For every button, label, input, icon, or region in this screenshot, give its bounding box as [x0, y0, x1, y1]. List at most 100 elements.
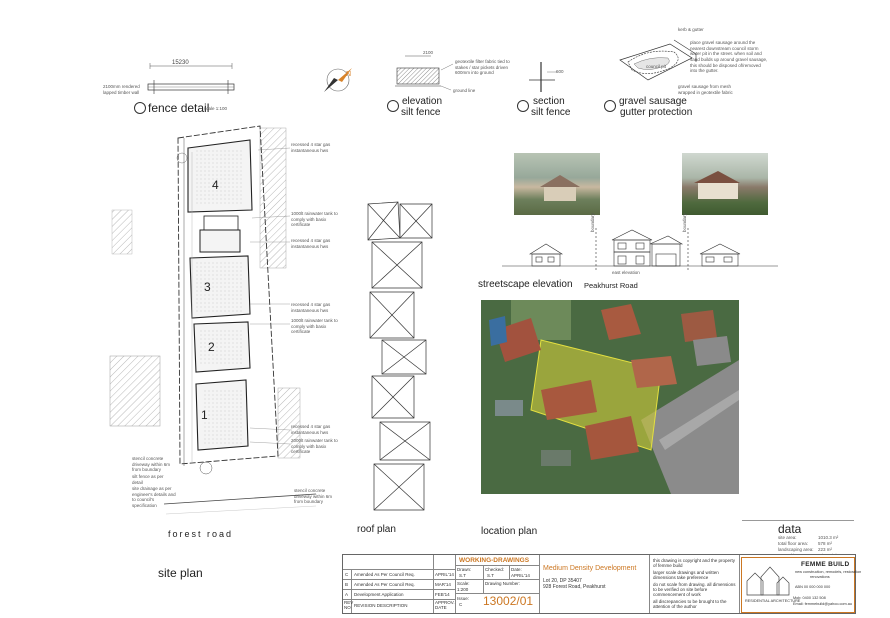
issue-label: Issue:	[457, 596, 470, 601]
silt-fence-caption-2: silt fence	[531, 107, 571, 118]
house-photo-icon	[540, 175, 580, 201]
roof-plan-drawing	[367, 201, 433, 511]
unit-1-number: 1	[201, 408, 208, 422]
drawn-label: Drawn:	[457, 567, 472, 572]
drawn-value: S.T	[459, 573, 467, 578]
silt-elevation-marker	[387, 100, 399, 112]
brand-tagline: RESIDENTIAL ARCHITECTURE	[745, 599, 801, 603]
rev-date: APRIL'14	[435, 572, 454, 577]
silt-elevation-label: elevation	[402, 96, 443, 107]
site-note-1: recessed 4 star gas instantaneous hws	[291, 142, 331, 153]
brand-email: Email: femmebuild@yahoo.com.au	[793, 602, 852, 606]
drawing-number: 13002/01	[483, 594, 534, 608]
site-left-note-3: site drainage as per engineer's details …	[132, 486, 176, 508]
fence-note: 2100mm rendered lapped timber wall	[103, 84, 140, 95]
data-row-value: 1010.3 m²	[818, 535, 839, 540]
street-photo-left	[514, 153, 600, 215]
data-row-label: total floor area:	[778, 541, 809, 546]
scale-value: 1:200	[457, 587, 469, 592]
site-note-3: recessed 4 star gas instantaneous hws	[291, 238, 331, 249]
checked-value: S.T	[487, 573, 495, 578]
site-plan-drawing	[109, 125, 317, 515]
aerial-photo	[481, 300, 739, 494]
rev-description: Development Application	[354, 592, 404, 597]
unit-2-number: 2	[208, 340, 215, 354]
data-divider	[742, 520, 854, 521]
brand-abn: ABN 00 000 000 000	[795, 585, 831, 589]
silt-section-marker	[517, 100, 529, 112]
project-title: Medium Density Development	[543, 565, 637, 572]
working-drawings-label: WORKING-DRAWINGS	[459, 557, 530, 564]
north-arrow-icon: N	[324, 68, 352, 92]
project-lot: Lot 20, DP 35407	[543, 578, 582, 584]
silt-fence-dim-top: 2100	[423, 50, 434, 55]
rev-description: Amended As Per Council Req.	[354, 572, 415, 577]
gutter-protection-title: gutter protection	[620, 107, 693, 118]
unit-4-number: 4	[212, 178, 219, 192]
ground-line-label: ground line	[453, 88, 476, 93]
gravel-sausage-note: place gravel sausage around the nearest …	[690, 40, 768, 74]
data-title: data	[778, 522, 802, 536]
gravel-sausage-drawing	[619, 39, 697, 81]
date-value: APRIL'14	[511, 573, 530, 578]
site-note-2: 1000lt rainwater tank to comply with bas…	[291, 211, 338, 228]
fence-detail-scale: scale 1:100	[204, 106, 228, 111]
title-block: C Amended As Per Council Req. APRIL'14 B…	[342, 554, 861, 614]
checked-label: Checked:	[485, 567, 505, 572]
silt-fence-elevation-note: geotextile filter fabric tied to stakes …	[455, 59, 510, 76]
rev-letter: B	[345, 582, 349, 587]
fence-dimension: 15230	[172, 60, 189, 66]
boundary-label-right: boundary	[682, 213, 687, 232]
rev-letter: A	[345, 592, 349, 597]
fence-detail-drawing	[147, 63, 235, 94]
house-photo-icon-2	[694, 171, 740, 199]
rev-date: FEB'14	[435, 592, 450, 597]
scale-note: larger scale drawings and written dimens…	[653, 570, 719, 581]
rev-letter: C	[345, 572, 349, 577]
boundary-label-left: boundary	[590, 213, 595, 232]
data-row-label: landscaping area:	[778, 547, 814, 552]
gravel-marker	[604, 100, 616, 112]
kerb-gutter-label: kerb & gutter	[678, 27, 704, 32]
desc-header: REVISION DESCRIPTION	[354, 603, 408, 608]
data-row-label: site area:	[778, 535, 797, 540]
brand-subtitle-2: renovations	[810, 575, 830, 579]
streetscape-drawing	[502, 228, 778, 270]
silt-fence-caption: silt fence	[401, 107, 441, 118]
site-left-note-2: silt fence as per detail	[132, 474, 164, 485]
verify-note: do not scale from drawing. all dimension…	[653, 582, 736, 598]
date-label: Date:	[511, 567, 522, 572]
forest-road-label: forest road	[168, 529, 234, 539]
aerial-drawing	[481, 300, 739, 494]
discrepancy-note: all discrepancies to be brought to the a…	[653, 599, 727, 610]
site-note-6: recessed 4 star gas instantaneous hws	[291, 424, 331, 435]
site-left-note-1: stencil concrete driveway within 6m from…	[132, 456, 171, 473]
data-row-value: 223 m²	[818, 547, 833, 552]
gravel-sausage-title: gravel sausage	[619, 96, 687, 107]
fence-detail-marker	[134, 102, 146, 114]
gravel-sausage-note-2: gravel sausage from mesh wrapped in geot…	[678, 84, 733, 95]
rev-header: REV NO	[344, 600, 354, 610]
rev-description: Amended As Per Council Req.	[354, 582, 415, 587]
issue-value: C	[459, 602, 463, 607]
fence-detail-title: fence detail	[148, 101, 210, 115]
approval-header: APPROV. DATE	[435, 600, 455, 610]
east-elevation-label: east elevation	[612, 270, 640, 275]
site-right-note-bottom: stencil concrete driveway within 6m from…	[294, 488, 333, 505]
rev-date: MAR'14	[435, 582, 451, 587]
dwgno-label: Drawing Number:	[485, 581, 521, 586]
location-plan-title: location plan	[481, 526, 538, 537]
brand-subtitle: new construction, remodels, restoration	[795, 570, 862, 574]
brand-box	[741, 557, 855, 613]
silt-section-label: section	[533, 96, 565, 107]
femme-build-logo	[746, 566, 790, 596]
project-address: 928 Forest Road, Peakhurst	[543, 584, 606, 590]
unit-3-number: 3	[204, 280, 211, 294]
copyright-note: this drawing is copyright and the proper…	[653, 558, 736, 569]
silt-fence-elevation-drawing	[395, 55, 454, 91]
streetscape-title: streetscape elevation	[478, 279, 573, 290]
site-note-7: 2000lt rainwater tank to comply with bas…	[291, 438, 338, 455]
street-photo-right	[682, 153, 768, 215]
streetscape-road: Peakhurst Road	[584, 281, 638, 290]
silt-section-dim: 600	[556, 69, 564, 74]
